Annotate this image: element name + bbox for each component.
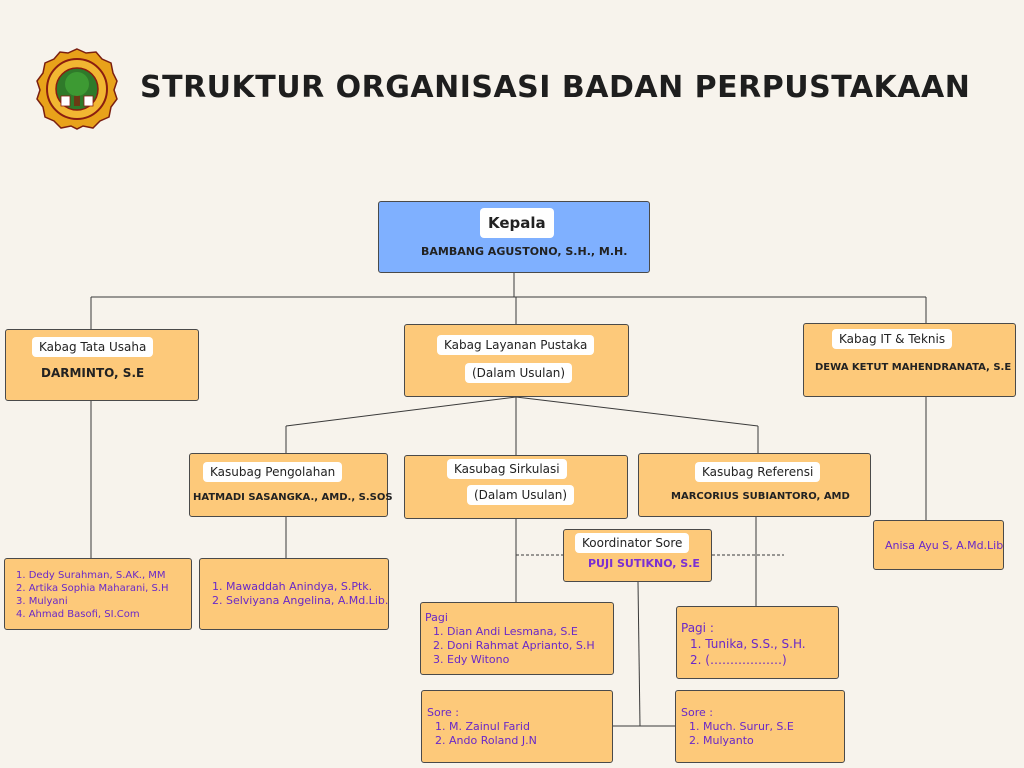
pengolahan-title: Kasubag Pengolahan <box>203 462 343 482</box>
kepala-title: Kepala <box>480 208 554 238</box>
referensi-pagi-list: Pagi : 1. Tunika, S.S., S.H. 2. (………………) <box>681 620 806 668</box>
tata-usaha-title: Kabag Tata Usaha <box>32 337 154 357</box>
sirkulasi-pagi-list: Pagi 1. Dian Andi Lesmana, S.E 2. Doni R… <box>425 611 595 667</box>
shift-label: Sore : <box>427 706 459 719</box>
sirkulasi-title: Kasubag Sirkulasi <box>447 459 567 479</box>
list-item: 4. Ahmad Basofi, SI.Com <box>16 609 140 620</box>
tata-usaha-staff-box: 1. Dedy Surahman, S.AK., MM 2. Artika So… <box>4 558 192 630</box>
shift-label: Sore : <box>681 706 713 719</box>
list-item: 2. Artika Sophia Maharani, S.H <box>16 583 169 594</box>
tata-usaha-box: Kabag Tata Usaha DARMINTO, S.E <box>5 329 199 401</box>
referensi-sore-list: Sore : 1. Much. Surur, S.E 2. Mulyanto <box>681 706 794 748</box>
referensi-name: MARCORIUS SUBIANTORO, AMD <box>671 491 850 502</box>
referensi-sore-box: Sore : 1. Much. Surur, S.E 2. Mulyanto <box>675 690 845 763</box>
sirkulasi-pagi-box: Pagi 1. Dian Andi Lesmana, S.E 2. Doni R… <box>420 602 614 675</box>
referensi-box: Kasubag Referensi MARCORIUS SUBIANTORO, … <box>638 453 871 517</box>
it-staff-list: Anisa Ayu S, A.Md.Lib <box>885 539 1003 553</box>
it-title: Kabag IT & Teknis <box>832 329 953 349</box>
layanan-note: (Dalam Usulan) <box>465 363 573 383</box>
pengolahan-name: HATMADI SASANGKA., AMD., S.SOS <box>193 492 393 503</box>
list-item: 1. M. Zainul Farid <box>435 720 530 733</box>
it-name: DEWA KETUT MAHENDRANATA, S.E <box>815 362 1012 373</box>
shift-label: Pagi : <box>681 621 714 635</box>
list-item: 2. (………………) <box>690 653 787 667</box>
list-item: 2. Doni Rahmat Aprianto, S.H <box>433 639 595 652</box>
koordinator-title: Koordinator Sore <box>575 533 690 553</box>
referensi-title: Kasubag Referensi <box>695 462 821 482</box>
kepala-box: Kepala BAMBANG AGUSTONO, S.H., M.H. <box>378 201 650 273</box>
koordinator-name: PUJI SUTIKNO, S.E <box>588 557 700 570</box>
list-item: 2. Mulyanto <box>689 734 754 747</box>
it-box: Kabag IT & Teknis DEWA KETUT MAHENDRANAT… <box>803 323 1016 397</box>
it-staff-box: Anisa Ayu S, A.Md.Lib <box>873 520 1004 570</box>
tata-usaha-staff-list: 1. Dedy Surahman, S.AK., MM 2. Artika So… <box>16 569 169 621</box>
list-item: 1. Dedy Surahman, S.AK., MM <box>16 570 166 581</box>
sirkulasi-note: (Dalam Usulan) <box>467 485 575 505</box>
list-item: 2. Ando Roland J.N <box>435 734 537 747</box>
sirkulasi-sore-box: Sore : 1. M. Zainul Farid 2. Ando Roland… <box>421 690 613 763</box>
list-item: 1. Much. Surur, S.E <box>689 720 794 733</box>
list-item: 1. Dian Andi Lesmana, S.E <box>433 625 578 638</box>
layanan-title: Kabag Layanan Pustaka <box>437 335 595 355</box>
layanan-box: Kabag Layanan Pustaka (Dalam Usulan) <box>404 324 629 397</box>
koordinator-box: Koordinator Sore PUJI SUTIKNO, S.E <box>563 529 712 582</box>
list-item: 1. Mawaddah Anindya, S.Ptk. <box>212 580 373 593</box>
page-title: STRUKTUR ORGANISASI BADAN PERPUSTAKAAN <box>140 70 971 105</box>
sirkulasi-sore-list: Sore : 1. M. Zainul Farid 2. Ando Roland… <box>427 706 537 748</box>
sirkulasi-box: Kasubag Sirkulasi (Dalam Usulan) <box>404 455 628 519</box>
list-item: 3. Mulyani <box>16 596 68 607</box>
tata-usaha-name: DARMINTO, S.E <box>41 366 145 380</box>
list-item: 2. Selviyana Angelina, A.Md.Lib. <box>212 594 389 607</box>
list-item: Anisa Ayu S, A.Md.Lib <box>885 539 1004 552</box>
university-seal-logo <box>36 48 118 130</box>
pengolahan-staff-box: 1. Mawaddah Anindya, S.Ptk. 2. Selviyana… <box>199 558 389 630</box>
kepala-name: BAMBANG AGUSTONO, S.H., M.H. <box>421 245 628 258</box>
pengolahan-box: Kasubag Pengolahan HATMADI SASANGKA., AM… <box>189 453 393 517</box>
list-item: 1. Tunika, S.S., S.H. <box>690 637 806 651</box>
referensi-pagi-box: Pagi : 1. Tunika, S.S., S.H. 2. (………………) <box>676 606 839 679</box>
list-item: 3. Edy Witono <box>433 653 510 666</box>
pengolahan-staff-list: 1. Mawaddah Anindya, S.Ptk. 2. Selviyana… <box>212 580 388 608</box>
shift-label: Pagi <box>425 611 448 624</box>
